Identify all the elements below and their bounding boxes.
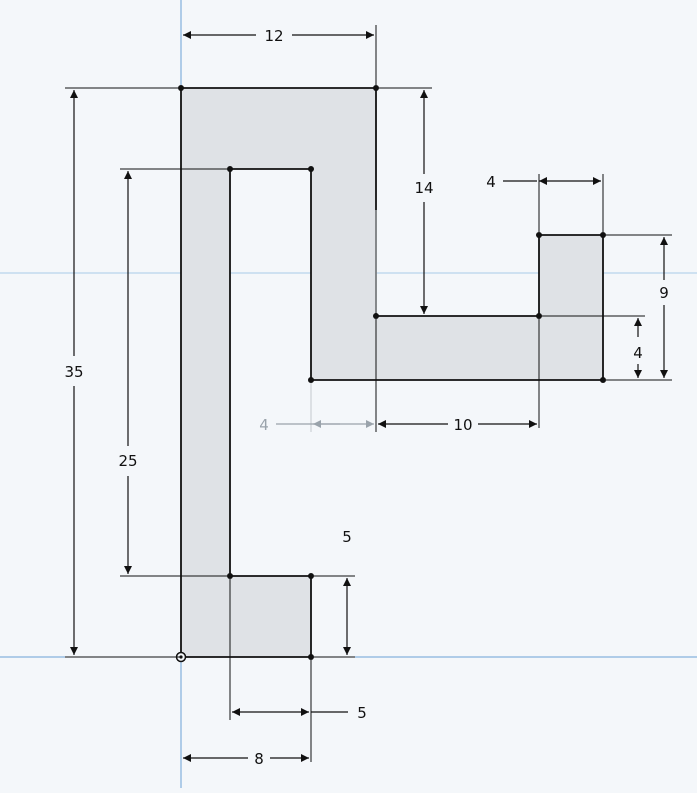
dimension-inner-height-value: 25 (118, 452, 137, 470)
dimension-drop[interactable]: 14 (379, 87, 434, 314)
dimension-arm-length-value: 10 (453, 416, 472, 434)
vertex[interactable] (373, 313, 379, 319)
dimension-top-width[interactable]: 12 (183, 25, 377, 85)
dimension-base-width-value: 8 (254, 750, 264, 768)
dimension-foot-height-value: 5 (342, 528, 352, 546)
dimension-drop-value: 14 (414, 179, 433, 197)
vertex[interactable] (536, 232, 542, 238)
dimension-hook-width[interactable]: 4 (486, 173, 604, 232)
vertex[interactable] (308, 573, 314, 579)
dimension-hook-height[interactable]: 9 (606, 234, 672, 381)
dimension-foot-width-value: 5 (357, 704, 367, 722)
dimension-foot-width[interactable]: 5 (229, 579, 367, 762)
vertex[interactable] (227, 166, 233, 172)
vertex[interactable] (308, 654, 314, 660)
vertex[interactable] (600, 232, 606, 238)
dimension-hook-height-value: 9 (659, 284, 669, 302)
dimension-hook-width-value: 4 (486, 173, 496, 191)
vertex[interactable] (600, 377, 606, 383)
dimension-arm-thickness[interactable]: 4 (542, 315, 645, 378)
sketch-vertices[interactable] (175, 85, 607, 663)
vertex[interactable] (178, 85, 184, 91)
dimension-arm-thickness-value: 4 (633, 344, 643, 362)
dimension-base-width[interactable]: 8 (183, 750, 309, 768)
sketch-profile[interactable] (180, 87, 604, 658)
dimension-offset[interactable]: 4 (259, 319, 377, 434)
dimension-total-height[interactable]: 35 (64, 87, 181, 658)
dimension-inner-height[interactable]: 25 (118, 168, 227, 577)
vertex[interactable] (373, 85, 379, 91)
vertex[interactable] (308, 166, 314, 172)
dimension-foot-height[interactable]: 5 (314, 528, 355, 658)
vertex[interactable] (227, 573, 233, 579)
vertex[interactable] (536, 313, 542, 319)
dimension-total-height-value: 35 (64, 363, 83, 381)
dimension-top-width-value: 12 (264, 27, 283, 45)
dimension-arm-length[interactable]: 10 (378, 319, 540, 434)
vertex[interactable] (308, 377, 314, 383)
dimension-offset-value: 4 (259, 416, 269, 434)
